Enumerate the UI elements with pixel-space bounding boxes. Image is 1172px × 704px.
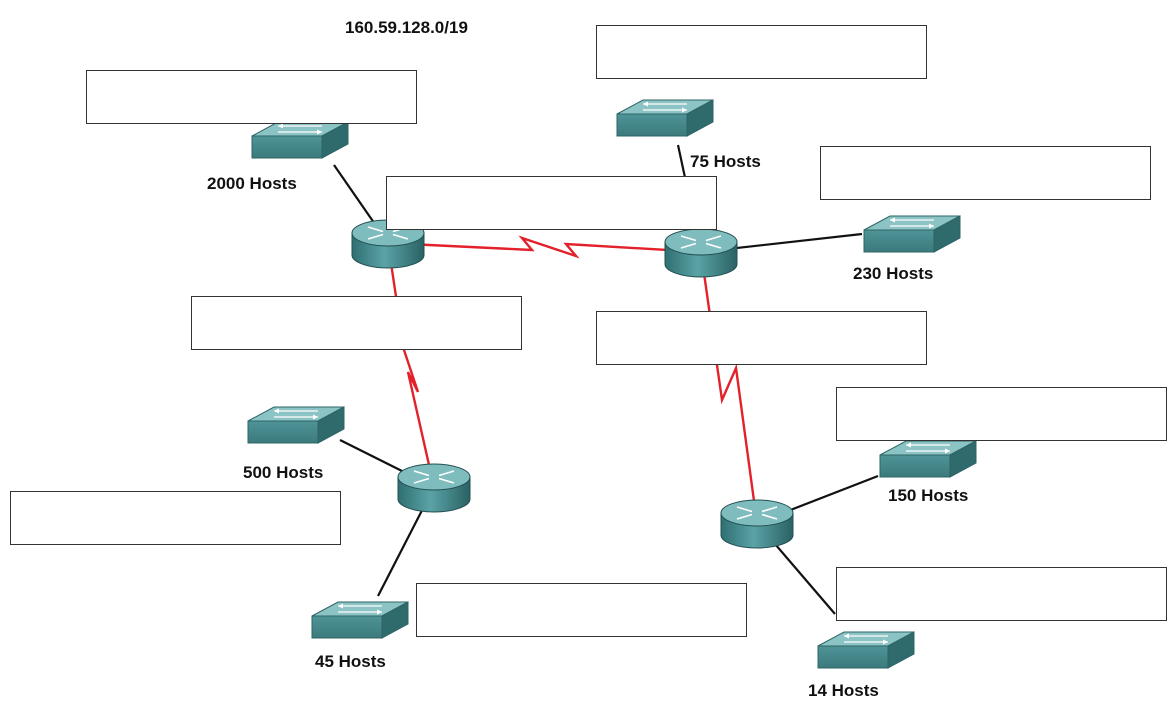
- answer-box-lan45[interactable]: [416, 583, 747, 637]
- answer-box-lan2000[interactable]: [86, 70, 417, 124]
- answer-box-lan14[interactable]: [836, 567, 1167, 621]
- switch-icon: [251, 121, 349, 159]
- lan-label-75: 75 Hosts: [690, 152, 761, 171]
- answer-box-lan75[interactable]: [596, 25, 927, 79]
- answer-box-wan-top[interactable]: [386, 176, 717, 230]
- lan-label-14: 14 Hosts: [808, 681, 879, 700]
- router-icon: [397, 463, 471, 513]
- lan-label-150: 150 Hosts: [888, 486, 969, 505]
- serial-link-r2-r4: [699, 251, 759, 524]
- serial-link-r1-r2: [387, 235, 702, 259]
- switch-icon: [817, 631, 915, 669]
- serial-link-r1-r3: [386, 242, 436, 488]
- answer-box-lan150[interactable]: [836, 387, 1167, 441]
- router-icon: [720, 499, 794, 549]
- network-address: 160.59.128.0/19: [345, 18, 468, 37]
- switch-icon: [863, 215, 961, 253]
- switch-icon: [616, 99, 714, 137]
- answer-box-lan500[interactable]: [10, 491, 341, 545]
- lan-label-2000: 2000 Hosts: [207, 174, 297, 193]
- switch-icon: [247, 406, 345, 444]
- switch-icon: [311, 601, 409, 639]
- switch-icon: [879, 440, 977, 478]
- lan-label-230: 230 Hosts: [853, 264, 934, 283]
- router-icon: [664, 228, 738, 278]
- lan-label-500: 500 Hosts: [243, 463, 324, 482]
- answer-box-wan-left[interactable]: [191, 296, 522, 350]
- answer-box-wan-right[interactable]: [596, 311, 927, 365]
- answer-box-lan230[interactable]: [820, 146, 1151, 200]
- lan-label-45: 45 Hosts: [315, 652, 386, 671]
